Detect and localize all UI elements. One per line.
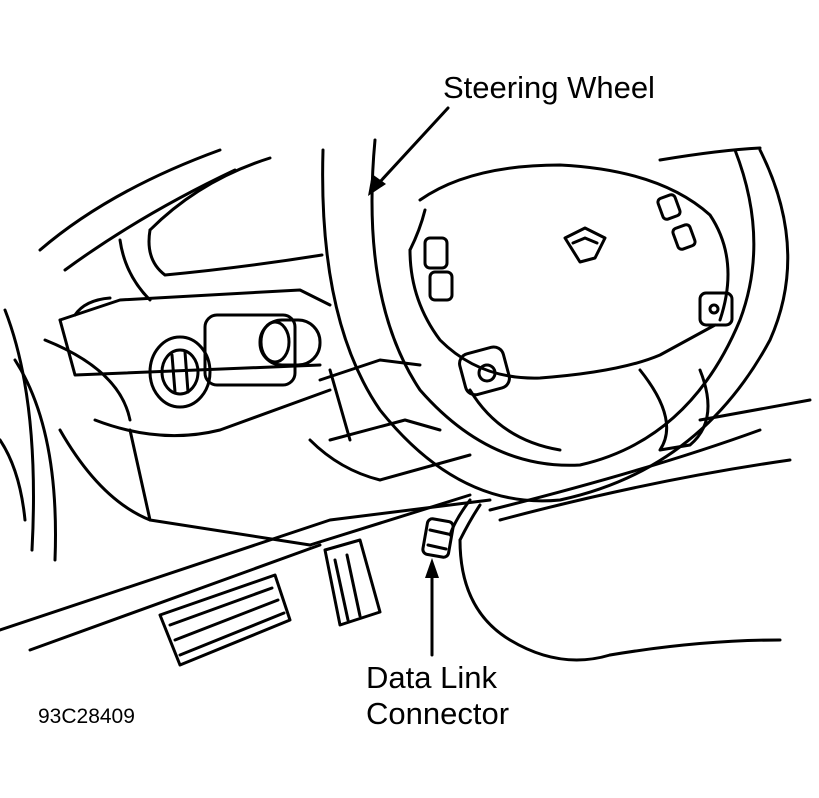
data-link-label-line2: Connector (366, 696, 510, 731)
headlight-switch (58, 288, 332, 409)
dash-top (38, 146, 762, 302)
accelerator-pedal (323, 538, 382, 627)
door-panel (0, 308, 57, 562)
steering-wheel-label: Steering Wheel (443, 70, 655, 105)
data-link-connector (421, 517, 455, 559)
console (458, 398, 812, 662)
steering-wheel (321, 138, 790, 503)
data-link-arrow (425, 558, 439, 657)
data-link-label-line1: Data Link (366, 660, 497, 695)
lower-dash (0, 338, 492, 652)
steering-wheel-arrow (368, 106, 450, 196)
figure-code: 93C28409 (38, 705, 135, 728)
steering-column (318, 358, 482, 542)
brake-pedal (158, 573, 292, 667)
